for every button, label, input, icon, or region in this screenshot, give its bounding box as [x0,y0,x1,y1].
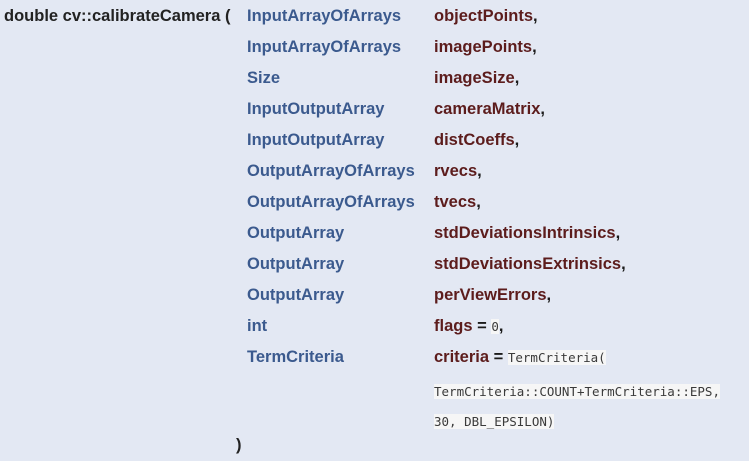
signature-prefix: double cv::calibrateCamera ( [4,7,231,25]
param-type-objectpoints[interactable]: InputArrayOfArrays [247,7,402,25]
param-equals: = [472,317,492,335]
param-type-imagepoints[interactable]: InputArrayOfArrays [247,38,402,56]
param-objectpoints: objectPoints, [434,7,538,26]
param-stddeviationsintrinsics: stdDeviationsIntrinsics, [434,224,620,243]
param-name: objectPoints [434,7,534,25]
criteria-default-line-3: 30, DBL_EPSILON) [434,414,555,429]
param-name: flags [434,317,473,335]
signature-close-paren: ) [236,436,242,454]
param-type-stddeviationsextrinsics[interactable]: OutputArray [247,255,345,273]
param-type-pervieweerrors[interactable]: OutputArray [247,286,345,304]
param-cameramatrix: cameraMatrix, [434,100,545,119]
param-imagepoints: imagePoints, [434,38,537,57]
param-separator: , [533,7,538,25]
param-separator: , [615,224,621,242]
param-type-rvecs[interactable]: OutputArrayOfArrays [247,162,415,180]
param-pervieweerrors: perViewErrors, [434,286,551,305]
param-name: imageSize [434,69,515,87]
param-separator: , [546,286,552,304]
param-separator: , [477,162,482,180]
param-type-distcoeffs[interactable]: InputOutputArray [247,131,385,149]
param-stddeviationsextrinsics: stdDeviationsExtrinsics, [434,255,626,274]
param-type-flags: int [247,317,268,335]
param-default-value: TermCriteria( [507,350,606,365]
param-separator: , [540,100,545,118]
param-separator: , [514,69,520,87]
param-name: imagePoints [434,38,533,56]
param-criteria: criteria = TermCriteria( [434,348,606,367]
param-name: stdDeviationsIntrinsics [434,224,616,242]
param-default-value: 0 [491,319,499,334]
criteria-default-line-2: TermCriteria::COUNT+TermCriteria::EPS, [434,384,720,399]
param-type-cameramatrix[interactable]: InputOutputArray [247,100,385,118]
param-name: distCoeffs [434,131,515,149]
param-separator: , [514,131,520,149]
param-name: cameraMatrix [434,100,541,118]
param-equals: = [489,348,508,366]
param-separator: , [621,255,626,273]
param-type-termcriteria[interactable]: TermCriteria [247,348,344,366]
param-separator: , [498,317,504,335]
param-type-tvecs[interactable]: OutputArrayOfArrays [247,193,415,211]
param-type-stddeviationsintrinsics[interactable]: OutputArray [247,224,345,242]
param-type-imagesize[interactable]: Size [247,69,281,87]
param-separator: , [532,38,537,56]
param-tvecs: tvecs, [434,193,481,212]
param-rvecs: rvecs, [434,162,482,181]
param-distcoeffs: distCoeffs, [434,131,519,150]
param-imagesize: imageSize, [434,69,519,88]
param-name: perViewErrors [434,286,547,304]
param-name: tvecs [434,193,477,211]
param-separator: , [476,193,481,211]
param-flags: flags = 0, [434,317,503,336]
param-name: rvecs [434,162,478,180]
param-name: stdDeviationsExtrinsics [434,255,622,273]
param-name: criteria [434,348,490,366]
